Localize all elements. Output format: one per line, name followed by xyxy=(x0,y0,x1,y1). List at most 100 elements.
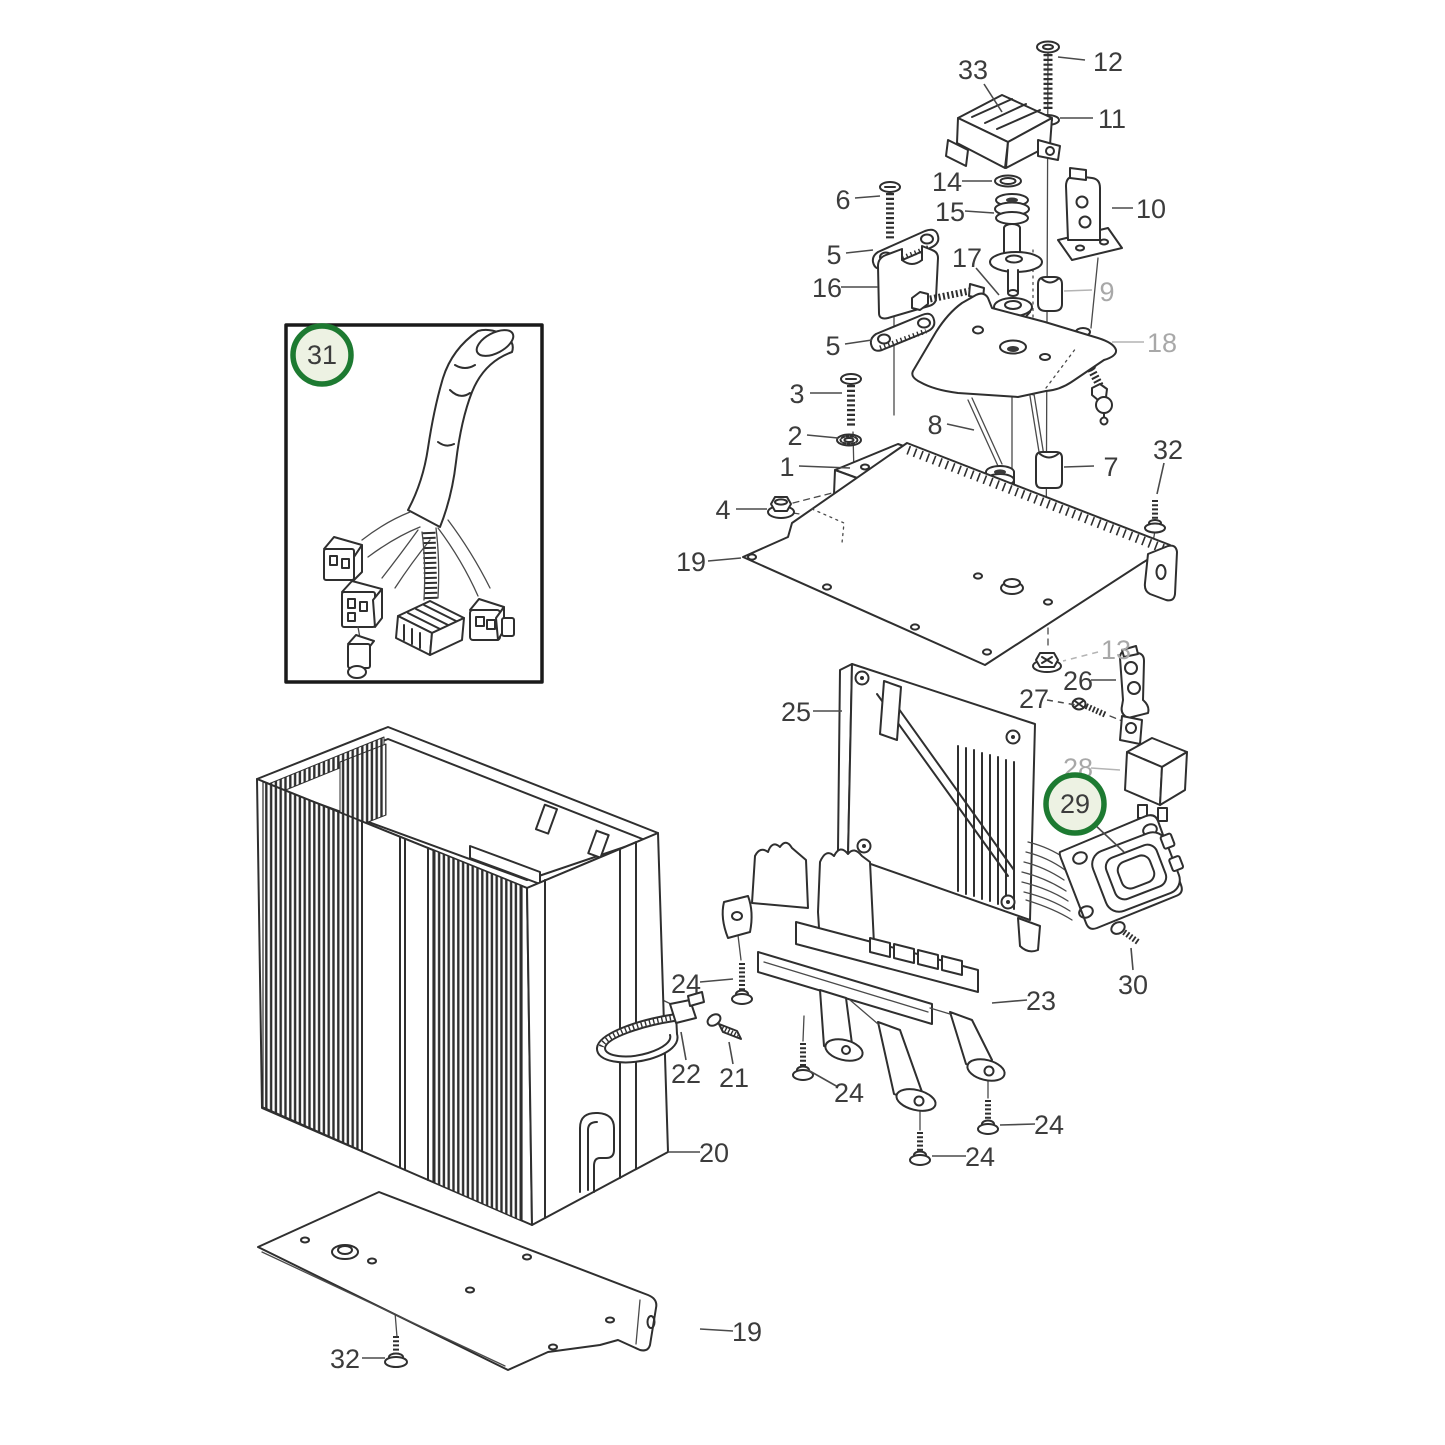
callout-11-1[interactable]: 11 xyxy=(1060,104,1126,134)
callout-number: 24 xyxy=(671,969,701,999)
callout-5-7[interactable]: 5 xyxy=(826,240,874,270)
part-star-washer-2 xyxy=(836,433,862,447)
callout-31-38[interactable]: 31 xyxy=(290,323,354,387)
callout-23-28[interactable]: 23 xyxy=(991,986,1056,1016)
callout-number: 26 xyxy=(1063,666,1093,696)
part-connector-29 xyxy=(1058,814,1185,930)
callout-24-31[interactable]: 24 xyxy=(999,1110,1064,1140)
callout-14-3[interactable]: 14 xyxy=(932,167,992,197)
callout-5-11[interactable]: 5 xyxy=(825,331,873,361)
callout-leader-line xyxy=(1057,56,1086,61)
part-screw-6 xyxy=(879,181,901,240)
callout-leader-line xyxy=(680,1031,687,1061)
part-pedal-plate xyxy=(911,292,1118,398)
callout-leader-line xyxy=(798,465,851,469)
part-screw-32-upper xyxy=(1144,500,1166,534)
callout-number: 3 xyxy=(789,379,804,409)
callout-leader-line xyxy=(699,978,734,983)
callout-32-19[interactable]: 32 xyxy=(1153,435,1183,495)
callout-number: 10 xyxy=(1136,194,1166,224)
callout-leader-line xyxy=(699,1328,734,1332)
callout-leader-line xyxy=(806,434,839,439)
callout-24-30[interactable]: 24 xyxy=(807,1069,864,1108)
callout-leader-line xyxy=(854,195,881,199)
part-bushing-7 xyxy=(1035,451,1063,489)
callout-leader-line xyxy=(991,999,1028,1004)
part-mount-plate-19-upper xyxy=(742,442,1178,666)
callout-8-17[interactable]: 8 xyxy=(927,410,975,440)
part-screw-27 xyxy=(1071,697,1108,718)
callout-27-23[interactable]: 27 xyxy=(1019,684,1077,714)
callout-number: 24 xyxy=(834,1078,864,1108)
part-cable-tie-22 xyxy=(595,991,705,1064)
callout-18-12[interactable]: 18 xyxy=(1112,328,1177,358)
callout-leader-line xyxy=(1063,465,1095,468)
callout-17-9[interactable]: 17 xyxy=(952,243,1000,296)
callout-number: 1 xyxy=(779,452,794,482)
callout-leader-line xyxy=(983,83,1003,113)
callout-number: 22 xyxy=(671,1059,701,1089)
callout-29-26[interactable]: 29 xyxy=(1043,772,1125,853)
callout-20-35[interactable]: 20 xyxy=(668,1138,729,1168)
callout-22-33[interactable]: 22 xyxy=(671,1031,701,1089)
callout-number: 25 xyxy=(781,697,811,727)
callout-21-34[interactable]: 21 xyxy=(719,1041,749,1093)
part-bracket-23 xyxy=(721,841,1006,1112)
callout-leader-line xyxy=(1062,651,1099,662)
callout-25-24[interactable]: 25 xyxy=(781,697,842,727)
callout-26-22[interactable]: 26 xyxy=(1063,666,1116,696)
callout-number: 21 xyxy=(719,1063,749,1093)
part-heatsink-20 xyxy=(256,726,669,1226)
callout-number: 7 xyxy=(1103,452,1118,482)
callout-7-18[interactable]: 7 xyxy=(1063,452,1119,482)
callout-leader-line xyxy=(999,1123,1036,1126)
part-screws-24 xyxy=(731,963,999,1166)
part-screw-12 xyxy=(1036,40,1060,110)
callout-number: 8 xyxy=(927,410,942,440)
callout-number: 17 xyxy=(952,243,982,273)
part-link-5-lower xyxy=(869,312,936,352)
callout-1-15[interactable]: 1 xyxy=(779,452,851,482)
callout-number: 24 xyxy=(965,1142,995,1172)
callout-leader-line xyxy=(707,557,742,562)
callout-number: 15 xyxy=(935,197,965,227)
callout-leader-line xyxy=(1090,767,1121,771)
callout-number: 27 xyxy=(1019,684,1049,714)
callout-24-29[interactable]: 24 xyxy=(671,969,734,999)
callout-16-8[interactable]: 16 xyxy=(812,273,878,303)
callout-leader-line xyxy=(1046,699,1077,706)
callout-2-14[interactable]: 2 xyxy=(787,421,839,451)
callout-number: 11 xyxy=(1098,104,1126,134)
part-screw-3 xyxy=(840,373,862,428)
callout-leader-line xyxy=(807,1069,839,1088)
callout-leader-line xyxy=(1130,947,1134,971)
callout-number: 32 xyxy=(330,1344,360,1374)
callout-leader-line xyxy=(964,210,995,214)
callout-number: 4 xyxy=(715,495,730,525)
callout-number: 19 xyxy=(732,1317,762,1347)
callout-32-37[interactable]: 32 xyxy=(330,1344,385,1374)
part-harness-31 xyxy=(323,328,515,679)
callout-19-20[interactable]: 19 xyxy=(676,547,742,577)
callout-number: 16 xyxy=(812,273,842,303)
callout-6-6[interactable]: 6 xyxy=(835,185,881,215)
callout-4-16[interactable]: 4 xyxy=(715,495,767,525)
callout-24-32[interactable]: 24 xyxy=(932,1142,995,1172)
callout-13-21[interactable]: 13 xyxy=(1062,635,1131,665)
callout-19-36[interactable]: 19 xyxy=(699,1317,762,1347)
callout-9-10[interactable]: 9 xyxy=(1063,277,1115,307)
callout-leader-line xyxy=(845,249,874,254)
callout-30-27[interactable]: 30 xyxy=(1118,947,1148,1000)
callout-33-2[interactable]: 33 xyxy=(958,55,1003,113)
callout-leader-line xyxy=(844,339,873,345)
callout-3-13[interactable]: 3 xyxy=(789,379,842,409)
callout-15-4[interactable]: 15 xyxy=(935,197,995,227)
part-grommet-15 xyxy=(994,193,1030,225)
callout-12-0[interactable]: 12 xyxy=(1057,47,1123,77)
callout-10-5[interactable]: 10 xyxy=(1112,194,1166,224)
part-module-33 xyxy=(945,94,1061,169)
callout-number: 24 xyxy=(1034,1110,1064,1140)
callout-leader-line xyxy=(1156,462,1165,495)
